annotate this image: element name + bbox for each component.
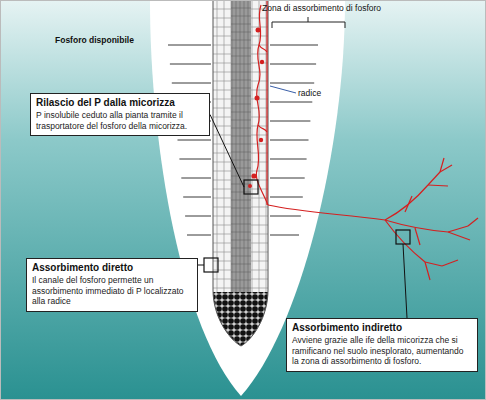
zone-line xyxy=(187,235,211,236)
zone-line xyxy=(270,102,312,103)
zone-line xyxy=(270,45,318,46)
zone-line xyxy=(270,140,309,141)
callout-heading: Assorbimento diretto xyxy=(32,262,192,274)
detail-square xyxy=(244,180,258,194)
zone-line xyxy=(270,178,305,179)
zone-line xyxy=(181,178,211,179)
zone-line xyxy=(270,197,303,198)
zone-line xyxy=(179,159,211,160)
leader-line xyxy=(403,244,407,318)
zone-line xyxy=(172,83,211,84)
text-label: radice xyxy=(298,88,321,98)
text-label: Zona di assorbimento di fosforo xyxy=(262,3,381,13)
zone-line xyxy=(185,216,211,217)
callout-body: P insolubile ceduto alla pianta tramite … xyxy=(36,110,204,131)
callout-box: Assorbimento direttoIl canale del fosfor… xyxy=(26,258,198,312)
zone-bracket xyxy=(272,17,345,28)
zone-line xyxy=(183,197,211,198)
zone-line xyxy=(270,83,314,84)
callout-body: Il canale del fosforo permette un assorb… xyxy=(32,275,192,307)
callout-heading: Assorbimento indiretto xyxy=(292,322,472,334)
zone-line xyxy=(270,64,316,65)
zone-line xyxy=(170,64,211,65)
zone-line xyxy=(270,235,299,236)
callout-box: Assorbimento indirettoAvviene grazie all… xyxy=(286,318,478,372)
callout-box: Rilascio del P dalla micorizzaP insolubi… xyxy=(30,93,210,136)
leader-line xyxy=(198,265,204,266)
leader-line xyxy=(210,115,244,188)
zone-line xyxy=(270,216,301,217)
text-label: Fosforo disponibile xyxy=(55,35,134,45)
zone-line xyxy=(178,140,212,141)
zone-line xyxy=(270,159,307,160)
detail-square xyxy=(204,258,218,272)
leader-line xyxy=(270,86,296,93)
callout-body: Avviene grazie alle ife della micorizza … xyxy=(292,335,472,367)
callout-heading: Rilascio del P dalla micorizza xyxy=(36,97,204,109)
detail-square xyxy=(396,230,410,244)
zone-line xyxy=(168,45,211,46)
zone-line xyxy=(270,121,310,122)
